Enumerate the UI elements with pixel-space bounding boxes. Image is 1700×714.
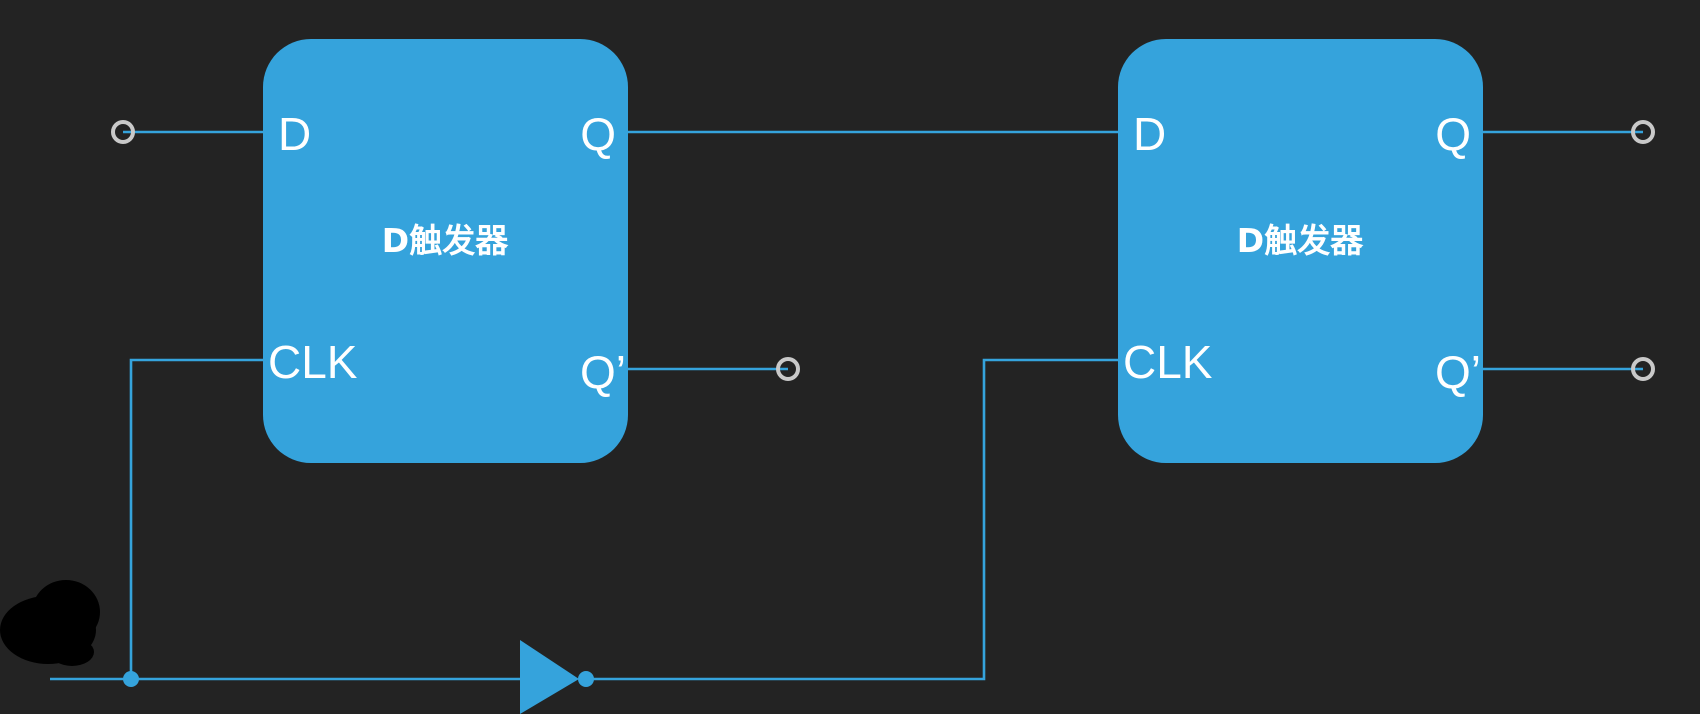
flip-flop-2-pin-d: D (1133, 108, 1166, 160)
flip-flop-2: D触发器 D Q CLK Q’ (1118, 39, 1483, 463)
flip-flop-1-title: D触发器 (382, 221, 509, 260)
flip-flop-1-pin-q: Q (580, 108, 616, 160)
redaction-blob (0, 580, 100, 666)
flip-flop-1: D触发器 D Q CLK Q’ (263, 39, 628, 463)
output-qbar2-terminal-icon (1631, 357, 1655, 381)
wire-clk1 (129, 358, 263, 679)
output-qbar1-terminal-icon (776, 357, 800, 381)
redaction-blob-part (50, 638, 94, 666)
flip-flop-1-pin-q-bar: Q’ (580, 346, 626, 398)
clock-junction-icon (123, 671, 139, 687)
output-q2-terminal-icon (1631, 120, 1655, 144)
flip-flop-2-body (1118, 39, 1483, 463)
flip-flop-2-pin-q: Q (1435, 108, 1471, 160)
flip-flop-2-pin-q-bar: Q’ (1435, 346, 1481, 398)
inverter (520, 640, 594, 714)
flip-flop-1-pin-clk: CLK (268, 336, 358, 388)
flip-flop-2-title: D触发器 (1237, 221, 1364, 260)
flip-flop-1-pin-d: D (278, 108, 311, 160)
redaction-blob-part (32, 580, 100, 644)
flip-flop-1-body (263, 39, 628, 463)
flip-flop-2-pin-clk: CLK (1123, 336, 1213, 388)
input-d-terminal-icon (111, 120, 135, 144)
inverter-bubble-icon (578, 671, 594, 687)
inverter-icon (520, 640, 579, 714)
terminals (111, 120, 1655, 381)
wire-clk2-inverted (586, 358, 1120, 681)
